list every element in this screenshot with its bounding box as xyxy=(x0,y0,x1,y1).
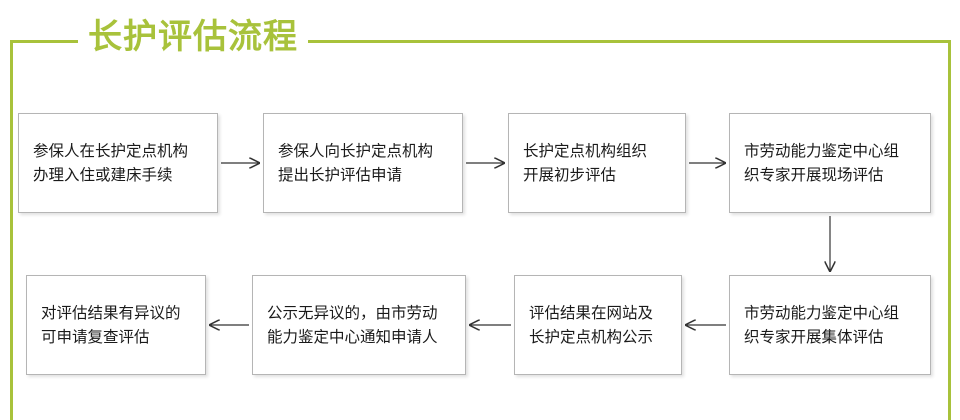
step-4-box: 市劳动能力鉴定中心组 织专家开展现场评估 xyxy=(729,113,931,213)
title-container: 长护评估流程 xyxy=(78,12,308,62)
flowchart-frame xyxy=(10,40,951,420)
step-7-box: 公示无异议的，由市劳动 能力鉴定中心通知申请人 xyxy=(252,275,466,375)
arrow-layer xyxy=(209,0,960,405)
step-8-box: 对评估结果有异议的 可申请复查评估 xyxy=(26,275,206,375)
step-5-box: 市劳动能力鉴定中心组 织专家开展集体评估 xyxy=(729,275,931,375)
step-6-box: 评估结果在网站及 长护定点机构公示 xyxy=(514,275,682,375)
step-1-box: 参保人在长护定点机构 办理入住或建床手续 xyxy=(18,113,218,213)
step-3-box: 长护定点机构组织 开展初步评估 xyxy=(508,113,686,213)
diagram-title: 长护评估流程 xyxy=(88,17,298,57)
step-2-box: 参保人向长护定点机构 提出长护评估申请 xyxy=(263,113,463,213)
